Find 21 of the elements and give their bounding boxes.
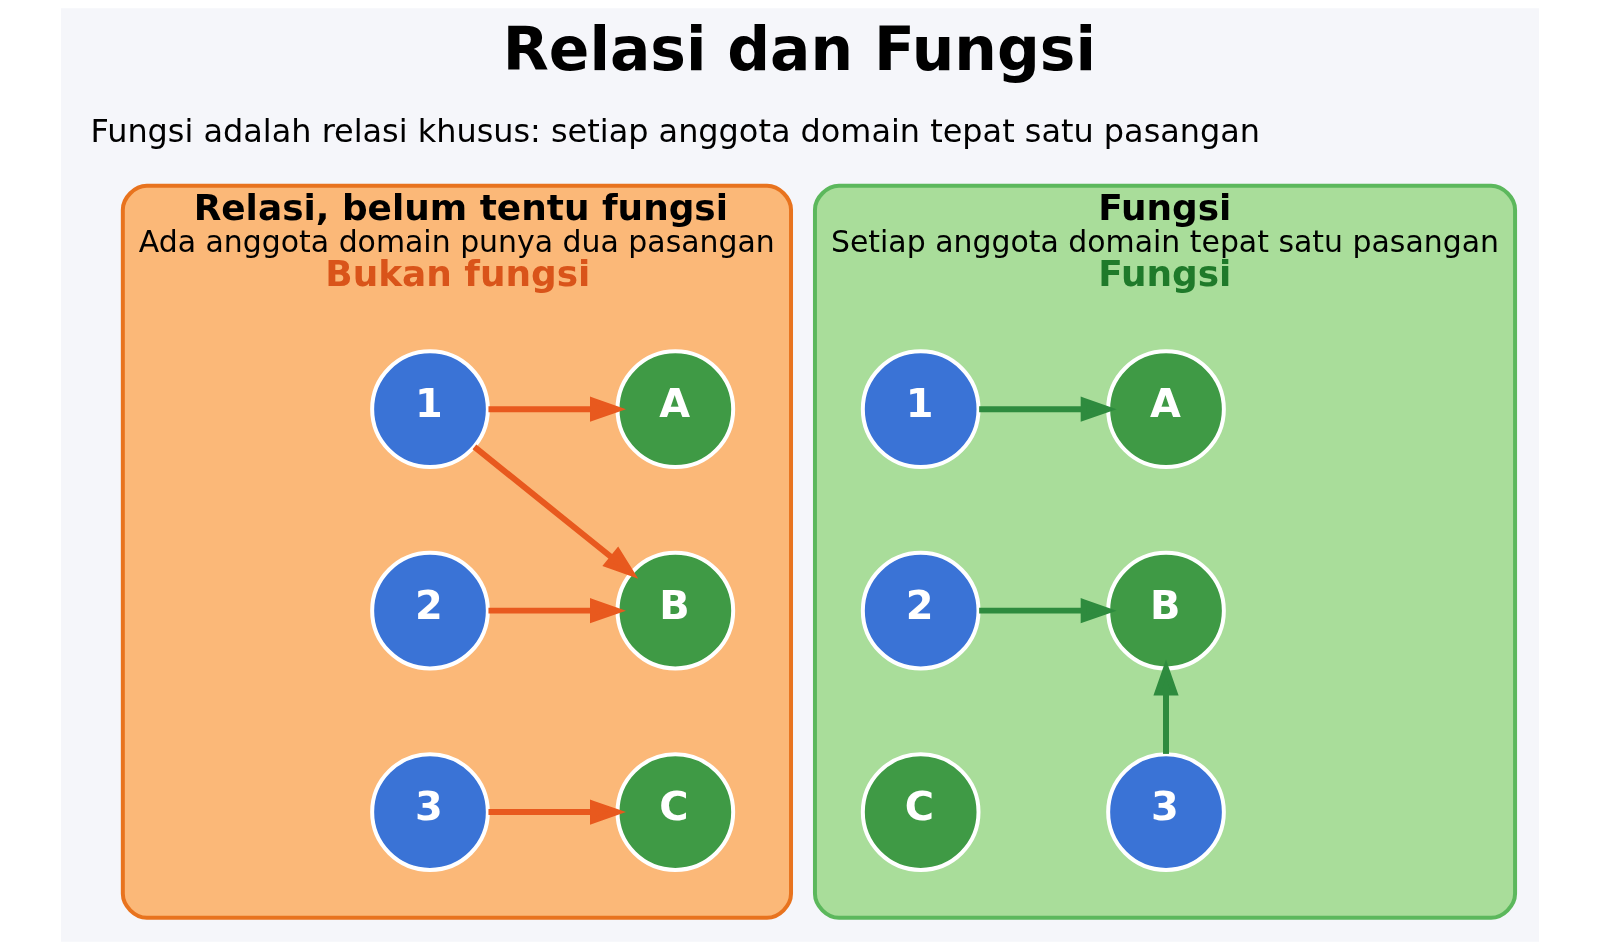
node-circle: B	[1106, 550, 1226, 671]
arrow	[488, 799, 626, 825]
node-circle: 1	[860, 349, 981, 469]
node-circle: A	[1106, 349, 1226, 469]
arrow	[979, 396, 1117, 422]
node-circle: 2	[860, 550, 981, 671]
arrow	[488, 598, 626, 624]
node-circle: B	[615, 550, 736, 671]
node-circle: 2	[370, 550, 490, 671]
arrow	[472, 444, 639, 579]
node-circle: A	[615, 349, 736, 469]
node-circle: C	[860, 752, 981, 872]
node-circle: C	[615, 752, 736, 872]
node-circle: 1	[370, 349, 490, 469]
arrow	[1153, 659, 1179, 754]
node-circle: 3	[370, 752, 490, 872]
arrow	[488, 396, 626, 422]
label: Fungsi adalah relasi khusus: setiap anggota domain tepat satu pasangan	[90, 111, 1261, 150]
diagram-title: Relasi dan Fungsi	[502, 14, 1096, 85]
node-circle: 3	[1106, 752, 1226, 872]
arrow	[979, 598, 1117, 624]
